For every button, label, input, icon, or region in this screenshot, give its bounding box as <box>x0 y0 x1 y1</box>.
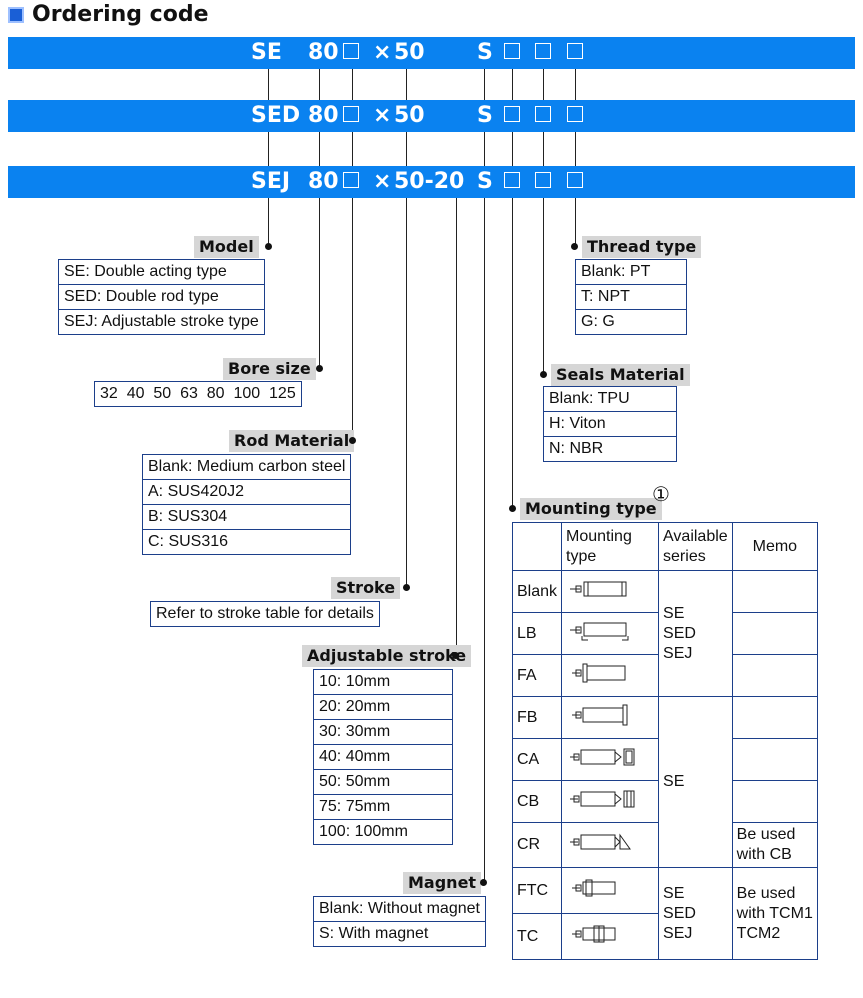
cylinder-front-flange-icon <box>561 654 660 697</box>
bullet-dot <box>571 243 578 250</box>
thread-type-label: Thread type <box>582 236 702 258</box>
bullet-dot <box>480 879 487 886</box>
cylinder-basic-icon <box>561 570 660 613</box>
cylinder-rear-flange-icon <box>561 696 660 739</box>
stroke-table: Refer to stroke table for details <box>150 601 380 627</box>
cylinder-trunnion-front-icon <box>561 867 660 914</box>
bullet-dot <box>540 371 547 378</box>
bullet-dot <box>316 365 323 372</box>
model-label: Model <box>194 236 259 258</box>
bullet-dot <box>403 584 410 591</box>
bullet-dot <box>509 505 516 512</box>
mounting-type-label: Mounting type <box>520 498 662 520</box>
seals-material-label: Seals Material <box>551 364 690 386</box>
code-band-sed: SED 80 × 50 S <box>8 100 855 132</box>
page-title: Ordering code <box>8 2 209 27</box>
model-table: SE: Double acting type SED: Double rod t… <box>58 259 265 335</box>
cylinder-trunnion-center-icon <box>561 913 660 960</box>
footnote-mark: ① <box>652 484 670 506</box>
square-bullet-icon <box>8 6 24 23</box>
stroke-label: Stroke <box>331 577 401 599</box>
thread-type-table: Blank: PT T: NPT G: G <box>575 259 687 335</box>
bullet-dot <box>265 243 272 250</box>
placeholder-box <box>343 43 359 59</box>
cylinder-clevis-bracket-icon <box>561 822 660 868</box>
cylinder-foot-mount-icon <box>561 612 660 655</box>
bullet-dot <box>452 652 459 659</box>
adjustable-stroke-label: Adjustable stroke <box>302 645 472 667</box>
code-band-se: SE 80 × 50 S <box>8 37 855 69</box>
cylinder-clevis-double-icon <box>561 780 660 823</box>
bore-size-label: Bore size <box>223 358 316 380</box>
mounting-type-table: Mounting type Available series Memo Blan… <box>511 522 819 960</box>
seals-material-table: Blank: TPU H: Viton N: NBR <box>543 386 677 462</box>
rod-material-table: Blank: Medium carbon steel A: SUS420J2 B… <box>141 454 352 555</box>
adjustable-stroke-table: 10: 10mm 20: 20mm 30: 30mm 40: 40mm 50: … <box>313 669 453 845</box>
code-band-sej: SEJ 80 × 50-20 S <box>8 166 855 198</box>
magnet-table: Blank: Without magnet S: With magnet <box>313 896 486 947</box>
rod-material-label: Rod Material <box>229 430 355 452</box>
bore-size-table: 32 40 50 63 80 100 125 <box>94 381 302 407</box>
magnet-label: Magnet <box>403 872 482 894</box>
bullet-dot <box>349 437 356 444</box>
cylinder-clevis-single-icon <box>561 738 660 781</box>
